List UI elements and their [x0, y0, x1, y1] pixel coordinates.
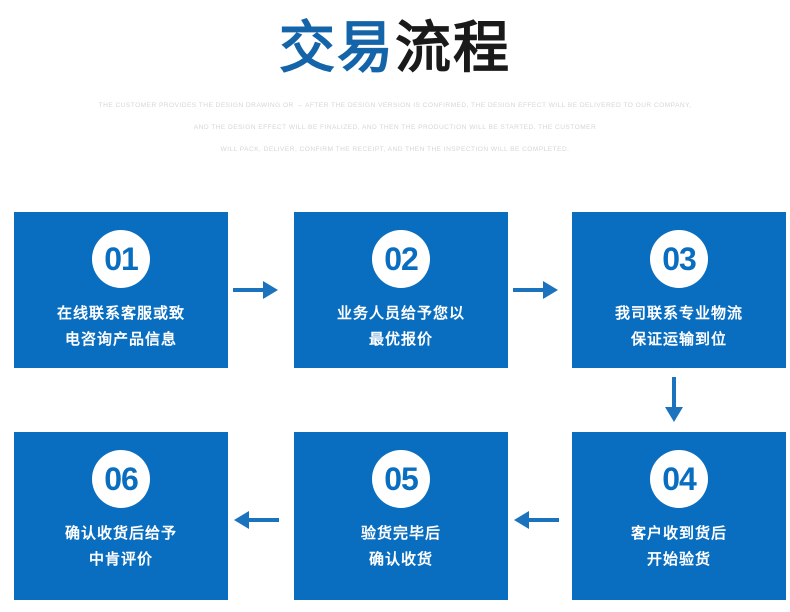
page-title-primary: 交易 [279, 16, 395, 81]
step-text-01: 在线联系客服或致 电咨询产品信息 [14, 300, 228, 352]
process-step-02: 02 业务人员给予您以 最优报价 [294, 212, 508, 368]
subtitle-line-3: WILL PACK, DELIVER, CONFIRM THE RECEIPT,… [220, 145, 570, 153]
subtitle: THE CUSTOMER PROVIDES THE DESIGN DRAWING… [45, 95, 745, 161]
process-step-04: 04 客户收到货后 开始验货 [572, 432, 786, 600]
process-step-06: 06 确认收货后给予 中肯评价 [14, 432, 228, 600]
process-step-01: 01 在线联系客服或致 电咨询产品信息 [14, 212, 228, 368]
step-text-05: 验货完毕后 确认收货 [294, 520, 508, 572]
step-text-06-line-2: 中肯评价 [88, 550, 153, 568]
arrow-left-icon [232, 502, 280, 538]
step-text-02-line-2: 最优报价 [368, 330, 433, 348]
step-text-05-line-2: 确认收货 [368, 550, 433, 568]
process-row-top: 01 在线联系客服或致 电咨询产品信息 02 业务人员给予您以 最优报价 [0, 212, 790, 368]
header: 交易流程 THE CUSTOMER PROVIDES THE DESIGN DR… [0, 0, 790, 161]
arrow-left-icon [512, 502, 560, 538]
page-title-secondary: 流程 [395, 16, 511, 81]
step-text-02-line-1: 业务人员给予您以 [336, 304, 465, 322]
step-text-04: 客户收到货后 开始验货 [572, 520, 786, 572]
step-number-badge-06: 06 [92, 450, 150, 508]
step-text-03-line-1: 我司联系专业物流 [614, 304, 743, 322]
subtitle-line-2: AND THE DESIGN EFFECT WILL BE FINALIZED,… [193, 123, 597, 131]
page-title: 交易流程 [0, 16, 790, 81]
step-number-badge-03: 03 [650, 230, 708, 288]
step-text-02: 业务人员给予您以 最优报价 [294, 300, 508, 352]
step-number-badge-01: 01 [92, 230, 150, 288]
step-text-01-line-1: 在线联系客服或致 [56, 304, 185, 322]
process-step-05: 05 验货完毕后 确认收货 [294, 432, 508, 600]
subtitle-line-1: THE CUSTOMER PROVIDES THE DESIGN DRAWING… [98, 101, 692, 109]
process-row-bottom: 06 确认收货后给予 中肯评价 05 验货完毕后 确认收货 [0, 432, 790, 600]
step-text-05-line-1: 验货完毕后 [360, 524, 441, 542]
arrow-right-icon [232, 272, 280, 308]
step-number-badge-04: 04 [650, 450, 708, 508]
step-number-badge-02: 02 [372, 230, 430, 288]
step-text-06: 确认收货后给予 中肯评价 [14, 520, 228, 572]
arrow-right-icon [512, 272, 560, 308]
step-text-04-line-2: 开始验货 [646, 550, 711, 568]
process-flow: 01 在线联系客服或致 电咨询产品信息 02 业务人员给予您以 最优报价 [0, 212, 790, 600]
step-number-badge-05: 05 [372, 450, 430, 508]
step-text-04-line-1: 客户收到货后 [630, 524, 727, 542]
step-text-03-line-2: 保证运输到位 [630, 330, 727, 348]
process-step-03: 03 我司联系专业物流 保证运输到位 [572, 212, 786, 368]
step-text-06-line-1: 确认收货后给予 [64, 524, 177, 542]
arrow-down-icon [654, 374, 694, 426]
step-text-01-line-2: 电咨询产品信息 [64, 330, 177, 348]
step-text-03: 我司联系专业物流 保证运输到位 [572, 300, 786, 352]
